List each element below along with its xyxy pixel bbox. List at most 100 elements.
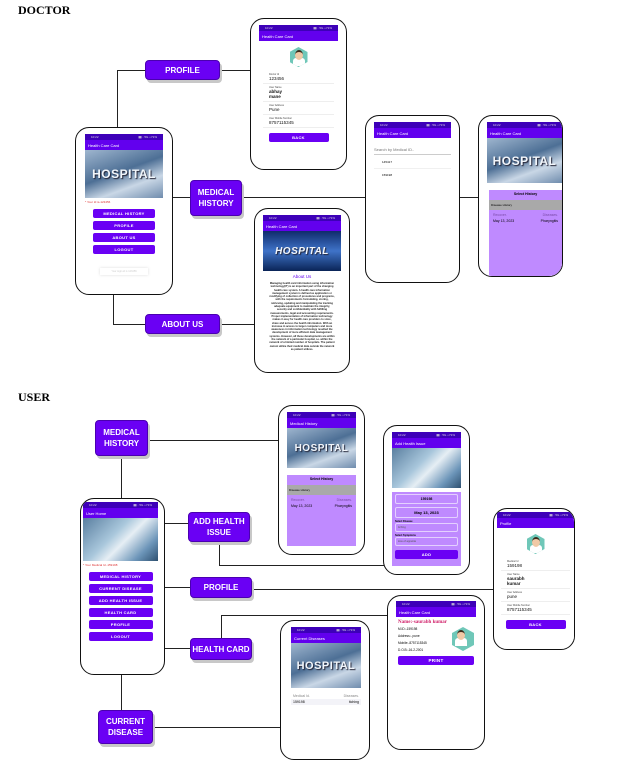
profile-button[interactable]: PROFILE bbox=[88, 620, 153, 629]
app-bar-title: Profile bbox=[497, 518, 574, 528]
label-doctor-profile: PROFILE bbox=[145, 60, 220, 80]
field-value: saurabh kumar bbox=[507, 576, 525, 586]
history-date: May 13, 2023 bbox=[291, 504, 313, 508]
disease-history-group: Disease History bbox=[489, 200, 562, 210]
field-value: 8757115345 bbox=[269, 120, 294, 125]
connector bbox=[121, 675, 122, 710]
status-time: 10:22 bbox=[398, 433, 406, 437]
status-bar: 10:22▮▮ ◦ 5G ⌂71% bbox=[392, 432, 461, 438]
medical-history-button[interactable]: MEDICAL HISTORY bbox=[93, 209, 155, 218]
patient-image bbox=[83, 518, 158, 561]
field-label: User Name bbox=[507, 573, 520, 576]
select-history[interactable]: Select History bbox=[513, 192, 538, 196]
logout-button[interactable]: LOGOUT bbox=[88, 632, 153, 641]
status-icons: ▮▮ ◦ 5G ⌂71% bbox=[138, 135, 157, 139]
status-icons: ▮▮ ◦ 5G ⌂71% bbox=[133, 503, 152, 507]
label-user-add-health-issue: ADD HEALTH ISSUE bbox=[188, 512, 250, 542]
disease-label: Select Disease bbox=[395, 520, 413, 523]
app-bar-title: Medical History bbox=[287, 418, 356, 428]
status-time: 10:22 bbox=[493, 123, 501, 127]
field-label: User Address bbox=[507, 591, 523, 594]
history-panel: Select History Disease History Recover.D… bbox=[489, 190, 562, 276]
current-disease-button[interactable]: CURRENT DISEASE bbox=[88, 584, 153, 593]
about-us-button[interactable]: ABOUT US bbox=[93, 233, 155, 242]
connector bbox=[220, 70, 250, 71]
label-user-current-disease: CURRENT DISEASE bbox=[98, 710, 153, 744]
field-label: User Name bbox=[269, 86, 282, 89]
connector bbox=[165, 587, 190, 588]
label-user-profile: PROFILE bbox=[190, 577, 252, 598]
connector bbox=[173, 197, 190, 198]
doctor-avatar bbox=[289, 47, 308, 67]
add-button[interactable]: ADD bbox=[395, 550, 458, 559]
status-bar: 10:22▮▮ ◦ 5G ⌂71% bbox=[396, 601, 476, 607]
section-title-doctor: DOCTOR bbox=[18, 3, 71, 17]
phone-user-health-card: 10:22▮▮ ◦ 5G ⌂71% Health Care Card Name:… bbox=[387, 595, 485, 750]
back-button[interactable]: BACK bbox=[505, 620, 566, 629]
medical-history-button[interactable]: MEDICAL HISTORY bbox=[88, 572, 153, 581]
connector bbox=[117, 70, 118, 127]
connector bbox=[113, 295, 114, 324]
card-mobile: Mobile:-8757115345 bbox=[398, 641, 427, 645]
hospital-image: HOSPITAL bbox=[263, 231, 341, 271]
app-bar-title: Health Care Card bbox=[487, 128, 562, 138]
back-button[interactable]: BACK bbox=[268, 133, 329, 142]
status-bar: 10:22▮▮ ◦ 5G ⌂71% bbox=[287, 412, 356, 418]
logout-button[interactable]: LOGOUT bbox=[93, 245, 155, 254]
list-item[interactable]: 145417 bbox=[374, 156, 451, 169]
status-time: 10:22 bbox=[269, 216, 277, 220]
status-time: 10:22 bbox=[89, 503, 97, 507]
history-disease: Pharyngitis bbox=[540, 219, 558, 223]
label-doctor-medical-history: MEDICAL HISTORY bbox=[190, 180, 242, 216]
list-item[interactable]: 159198 bbox=[382, 173, 393, 177]
select-history[interactable]: Select History bbox=[309, 477, 334, 481]
section-title-user: USER bbox=[18, 390, 51, 404]
connector bbox=[220, 324, 254, 325]
col-recover: Recover. bbox=[493, 213, 507, 217]
disease-select[interactable]: itching bbox=[395, 523, 458, 532]
field-value: abhay mane bbox=[269, 89, 283, 99]
label-user-health-card: HEALTH CARD bbox=[190, 638, 252, 660]
connector bbox=[219, 542, 220, 565]
card-avatar bbox=[452, 627, 474, 651]
status-icons: ▮▮ ◦ 5G ⌂71% bbox=[451, 602, 470, 606]
app-bar-title: Health Care Card bbox=[85, 140, 163, 150]
print-button[interactable]: PRINT bbox=[398, 656, 474, 665]
status-bar: 10:22▮▮ ◦ 5G ⌂71% bbox=[497, 512, 574, 518]
add-issue-form: 159198 May 13, 2023 Select Disease itchi… bbox=[392, 492, 461, 566]
toast: Your login id is 123456 bbox=[100, 268, 148, 275]
doctor-id-text: * Your Id is-123456 bbox=[85, 200, 111, 204]
about-heading: About Us bbox=[292, 274, 312, 279]
field-label: Medical Id bbox=[507, 560, 519, 563]
symptoms-select[interactable]: loss of appetite bbox=[395, 537, 458, 546]
status-icons: ▮▮ ◦ 5G ⌂71% bbox=[426, 123, 445, 127]
profile-button[interactable]: PROFILE bbox=[93, 221, 155, 230]
phone-doctor-about: 10:22 ▮▮ ◦ 5G ⌂71% Health Care Card HOSPI… bbox=[254, 208, 350, 373]
status-icons: ▮▮ ◦ 5G ⌂71% bbox=[537, 123, 556, 127]
current-disease: itching bbox=[348, 700, 359, 704]
status-icons: ▮▮ ◦ 5G ⌂71% bbox=[331, 413, 350, 417]
date-field[interactable]: May 13, 2023 bbox=[395, 507, 458, 518]
health-card-button[interactable]: HEALTH CARD bbox=[88, 608, 153, 617]
hospital-sign: HOSPITAL bbox=[275, 245, 329, 257]
connector bbox=[113, 324, 145, 325]
connector bbox=[221, 615, 222, 638]
about-text: Managing health card information using i… bbox=[269, 282, 335, 351]
phone-user-current-disease: 10:22▮▮ ◦ 5G ⌂71% Current Diseases HOSPI… bbox=[280, 620, 370, 760]
app-bar-title: Health Care Card bbox=[263, 221, 341, 231]
symptoms-label: Select Symptoms bbox=[395, 534, 416, 537]
phone-user-home: 10:22▮▮ ◦ 5G ⌂71% User Home * Your Medic… bbox=[80, 498, 165, 675]
hospital-sign: HOSPITAL bbox=[92, 167, 156, 181]
col-diseases: Diseases. bbox=[336, 498, 352, 502]
status-icons: ▮▮ ◦ 5G ⌂71% bbox=[313, 26, 332, 30]
hospital-image: HOSPITAL bbox=[291, 643, 361, 688]
search-input[interactable] bbox=[374, 145, 451, 155]
status-icons: ▮▮ ◦ 5G ⌂71% bbox=[316, 216, 335, 220]
hospital-sign: HOSPITAL bbox=[294, 442, 349, 454]
status-bar: 10:22 ▮▮ ◦ 5G ⌂71% bbox=[83, 502, 158, 508]
card-medical-id: M.ID:-159198 bbox=[398, 627, 418, 631]
status-time: 10:22 bbox=[265, 26, 273, 30]
card-address: Address:- pune bbox=[398, 634, 420, 638]
status-bar: 10:22▮▮ ◦ 5G ⌂71% bbox=[85, 134, 163, 140]
add-health-issue-button[interactable]: ADD HEALTH ISSUE bbox=[88, 596, 153, 605]
